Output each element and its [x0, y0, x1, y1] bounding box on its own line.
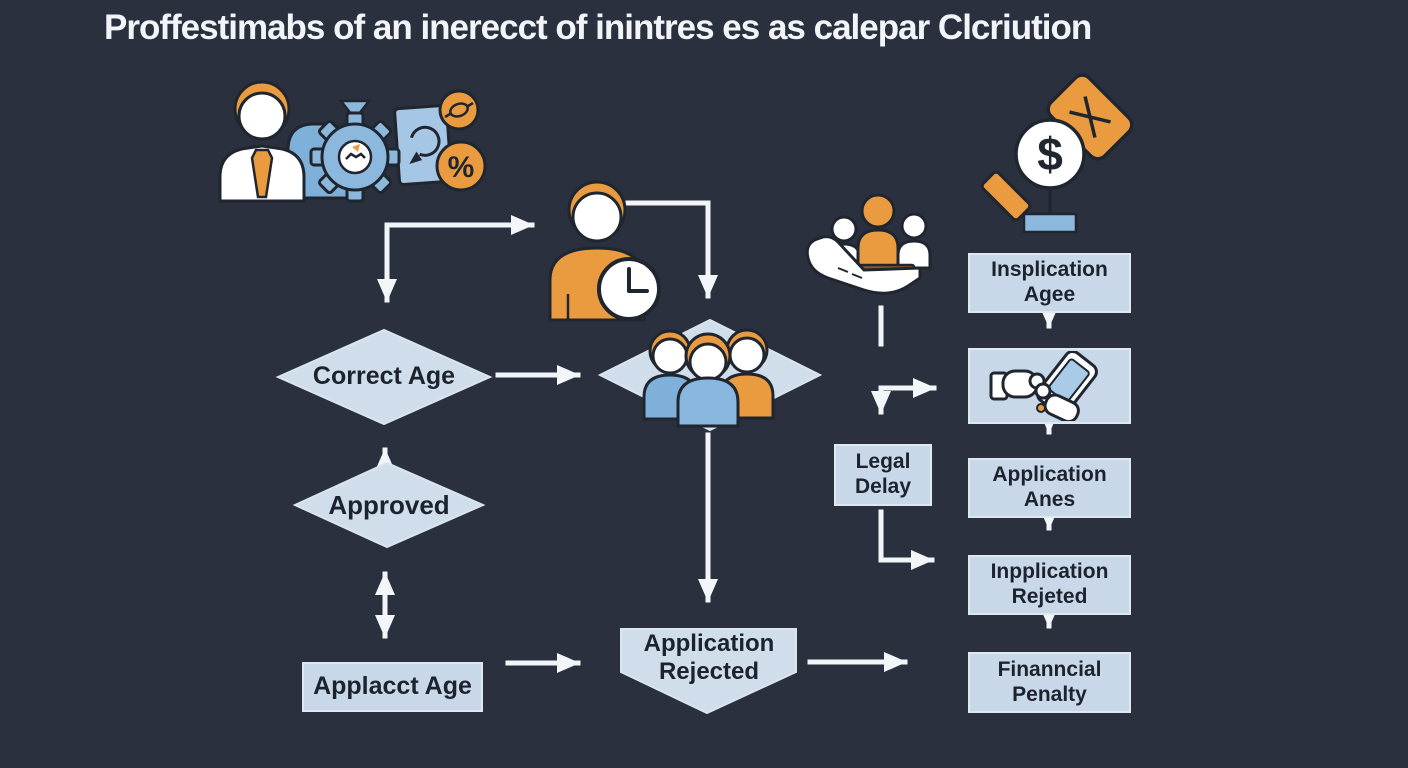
badge-icon	[438, 89, 480, 131]
node-inpplication-rejeted: Inpplication Rejeted	[968, 555, 1131, 615]
gavel-dollar-icon: $	[980, 73, 1134, 234]
businessman-icon	[218, 80, 306, 203]
node-finanncial-penalty: Finanncial Penalty	[968, 652, 1131, 713]
tie	[250, 148, 274, 199]
hand	[805, 235, 922, 295]
hand-holding-people-icon	[805, 193, 932, 295]
person-middle	[676, 332, 740, 428]
pentagon-application-rejected	[620, 628, 797, 715]
diamond-approved	[292, 461, 486, 549]
label-approved: Approved	[328, 489, 450, 520]
page-title: Proffestimabs of an inerecct of inintres…	[104, 8, 1092, 47]
node-legal-delay: Legal Delay	[834, 444, 932, 506]
clock-icon	[597, 257, 661, 321]
businessman-process-icon: %	[218, 80, 487, 203]
node-applacct-age: Applacct Age	[302, 662, 483, 712]
connector-arrows	[375, 200, 1059, 673]
node-application-anes: Application Anes	[968, 458, 1131, 518]
gear-handshake-icon	[309, 99, 401, 203]
node-id-verification	[968, 348, 1131, 424]
dollar-glyph: $	[1037, 128, 1063, 180]
diamond-correct-age	[275, 328, 493, 426]
arrow-legaldelay-to-rejeted	[878, 509, 935, 570]
gavel-base	[1022, 212, 1078, 234]
people-group-icon	[642, 328, 775, 428]
arrow-person-to-group	[625, 200, 718, 299]
percent-glyph: %	[448, 151, 475, 184]
id-verification-icon	[989, 351, 1098, 421]
node-insplication-agee: Insplication Agee	[968, 253, 1131, 313]
label-application-rejected: Application Rejected	[643, 629, 775, 685]
label-correct-age: Correct Age	[312, 362, 456, 391]
person-clock-icon	[548, 180, 661, 322]
percent-badge-icon: %	[435, 140, 487, 192]
